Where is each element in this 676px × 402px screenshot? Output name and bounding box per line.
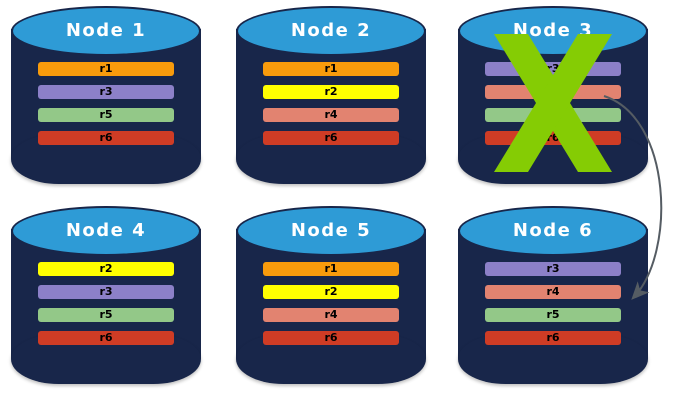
replica-bar[interactable]: r1 [263, 262, 399, 276]
database-node-4[interactable]: Node 4 r2 r3 r5 r6 [11, 204, 201, 386]
replica-bar[interactable]: r2 [263, 85, 399, 99]
replica-bar[interactable]: r5 [38, 308, 174, 322]
replica-bar[interactable]: r2 [38, 262, 174, 276]
node-label: Node 2 [290, 20, 372, 41]
cylinder-top [11, 6, 201, 56]
database-node-6[interactable]: Node 6 r3 r4 r5 r6 [458, 204, 648, 386]
database-node-1[interactable]: Node 1 r1 r3 r5 r6 [11, 4, 201, 186]
replica-bar[interactable]: r3 [485, 262, 621, 276]
replica-bar[interactable]: r2 [263, 285, 399, 299]
replica-bar[interactable]: r6 [485, 331, 621, 345]
replica-bar[interactable]: r4 [263, 308, 399, 322]
replica-bar[interactable]: r6 [485, 131, 621, 145]
replica-bar[interactable]: r5 [485, 308, 621, 322]
replica-bar[interactable]: r6 [263, 331, 399, 345]
cylinder-top [236, 6, 426, 56]
cylinder-top [236, 206, 426, 256]
replica-bar[interactable]: r1 [38, 62, 174, 76]
replica-bar[interactable]: r4 [263, 108, 399, 122]
replica-list: r1 r2 r4 r6 [263, 262, 399, 345]
replica-list: r1 r3 r5 r6 [38, 62, 174, 145]
node-label: Node 4 [65, 220, 147, 241]
replica-bar[interactable]: r6 [263, 131, 399, 145]
node-label: Node 1 [65, 20, 147, 41]
replica-bar[interactable]: r3 [38, 85, 174, 99]
replica-bar[interactable]: r4 [485, 285, 621, 299]
replica-bar[interactable]: r6 [38, 331, 174, 345]
replica-bar[interactable]: r4 [485, 85, 621, 99]
database-node-2[interactable]: Node 2 r1 r2 r4 r6 [236, 4, 426, 186]
node-label: Node 6 [512, 220, 594, 241]
replica-list: r3 r4 r5 r6 [485, 262, 621, 345]
replica-bar[interactable]: r5 [38, 108, 174, 122]
node-label: Node 3 [512, 20, 594, 41]
replica-list: r3 r4 r5 r6 [485, 62, 621, 145]
replica-bar[interactable]: r1 [263, 62, 399, 76]
replica-list: r1 r2 r4 r6 [263, 62, 399, 145]
replica-list: r2 r3 r5 r6 [38, 262, 174, 345]
database-node-5[interactable]: Node 5 r1 r2 r4 r6 [236, 204, 426, 386]
replica-bar[interactable]: r3 [485, 62, 621, 76]
node-label: Node 5 [290, 220, 372, 241]
database-node-3[interactable]: Node 3 r3 r4 r5 r6 [458, 4, 648, 186]
cylinder-top [11, 206, 201, 256]
replica-bar[interactable]: r6 [38, 131, 174, 145]
replica-bar[interactable]: r3 [38, 285, 174, 299]
replica-bar[interactable]: r5 [485, 108, 621, 122]
